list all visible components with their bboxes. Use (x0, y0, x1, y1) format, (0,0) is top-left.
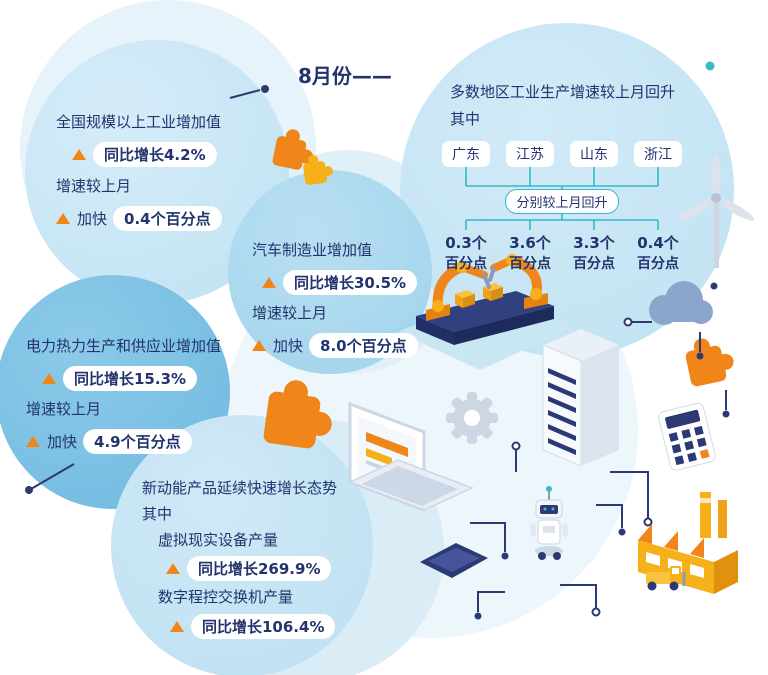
newprod-title: 新动能产品延续快速增长态势 (142, 479, 338, 497)
power-sub-label: 增速较上月 (26, 399, 102, 418)
power-accel-pill: 4.9个百分点 (83, 428, 192, 454)
newprod-item1-label: 虚拟现实设备产量 (158, 530, 279, 549)
page-title: 8月份—— (298, 64, 392, 88)
regions-among: 其中 (450, 109, 481, 128)
auto-accel-pill: 8.0个百分点 (309, 332, 418, 358)
national-sub-label: 增速较上月 (56, 176, 132, 195)
power-label: 电力热力生产和供应业增加值 (26, 337, 222, 355)
regions-connector-pill: 分别较上月回升 (505, 189, 619, 214)
province-pill: 江苏 (506, 141, 554, 167)
auto-label: 汽车制造业增加值 (252, 241, 373, 259)
bubble-regions-header: 多数地区工业生产增速较上月回升 其中 (450, 82, 700, 131)
up-triangle-icon (262, 276, 276, 288)
national-accel-label: 加快 (77, 209, 108, 228)
puzzle-icon (685, 338, 734, 387)
up-triangle-icon (56, 212, 70, 224)
region-value: 0.4个 百分点 (637, 234, 679, 272)
up-triangle-icon (72, 148, 86, 160)
national-stat-pill: 同比增长4.2% (93, 141, 217, 167)
national-accel-pill: 0.4个百分点 (113, 205, 222, 231)
bubble-auto: 汽车制造业增加值 同比增长30.5% 增速较上月 加快 8.0个百分点 (252, 240, 432, 358)
auto-accel-label: 加快 (273, 336, 304, 355)
auto-stat-pill: 同比增长30.5% (283, 269, 418, 295)
factory-icon (638, 492, 738, 594)
bubble-newprod: 新动能产品延续快速增长态势 其中 虚拟现实设备产量 同比增长269.9% 数字程… (142, 478, 367, 639)
bubble-national: 全国规模以上工业增加值 同比增长4.2% 增速较上月 加快 0.4个百分点 (56, 112, 271, 231)
newprod-item2-pill: 同比增长106.4% (191, 614, 336, 639)
up-triangle-icon (26, 435, 40, 447)
newprod-among: 其中 (142, 504, 173, 523)
newprod-item1-pill: 同比增长269.9% (187, 556, 332, 582)
truck-icon (646, 566, 686, 591)
newprod-item2-label: 数字程控交换机产量 (158, 588, 294, 607)
region-value: 3.3个 百分点 (573, 234, 615, 272)
power-accel-label: 加快 (47, 432, 78, 451)
up-triangle-icon (170, 621, 184, 632)
region-value: 3.6个 百分点 (509, 234, 551, 272)
calculator-icon (658, 402, 716, 471)
up-triangle-icon (166, 563, 180, 575)
power-stat-pill: 同比增长15.3% (63, 365, 198, 391)
province-pill: 广东 (442, 141, 490, 167)
region-value: 0.3个 百分点 (445, 234, 487, 272)
up-triangle-icon (252, 339, 266, 351)
province-pill: 山东 (570, 141, 618, 167)
up-triangle-icon (42, 372, 56, 384)
national-label: 全国规模以上工业增加值 (56, 113, 222, 131)
regions-title: 多数地区工业生产增速较上月回升 (450, 83, 676, 101)
province-pill: 浙江 (634, 141, 682, 167)
auto-sub-label: 增速较上月 (252, 303, 328, 322)
bubble-power: 电力热力生产和供应业增加值 同比增长15.3% 增速较上月 加快 4.9个百分点 (26, 336, 236, 454)
